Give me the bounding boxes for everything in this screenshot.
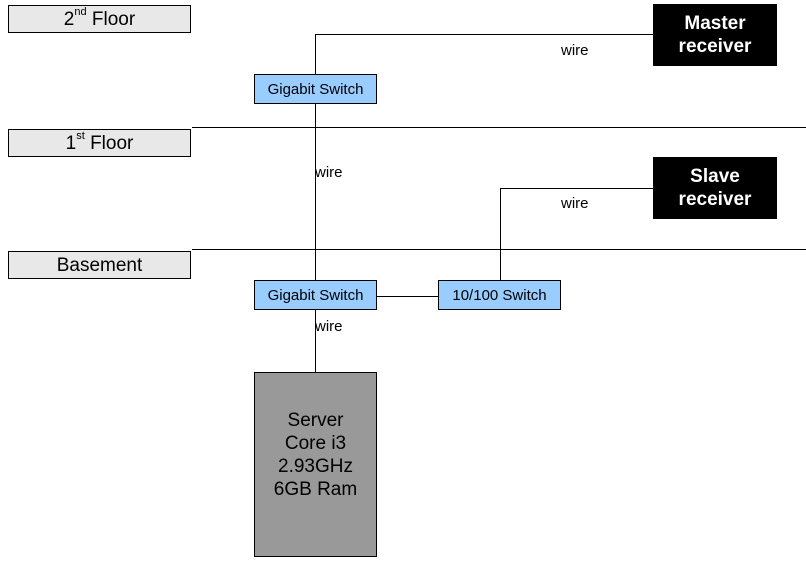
slave-receiver-line1: Slave	[690, 166, 740, 187]
floor-divider-basement	[192, 249, 806, 250]
server-line: Core i3	[284, 433, 347, 454]
wire-main-vertical	[315, 34, 316, 372]
server-line: 6GB Ram	[273, 479, 358, 500]
slave-receiver: Slave receiver	[653, 157, 777, 219]
wire-label-server: wire	[315, 318, 343, 335]
wire-switch-to-switch	[377, 296, 439, 297]
floor-divider-1st	[192, 127, 806, 128]
floor-number: 2	[63, 8, 75, 30]
floor-word: Basement	[56, 254, 143, 276]
wire-to-slave	[500, 188, 653, 189]
server-line: Server	[287, 410, 344, 431]
floor-label-basement: Basement	[8, 251, 191, 279]
gigabit-switch-basement: Gigabit Switch	[254, 280, 377, 310]
master-receiver-line2: receiver	[678, 36, 752, 57]
floor-suffix: nd	[74, 5, 87, 18]
master-receiver-line1: Master	[684, 13, 746, 34]
fast-ethernet-switch-basement: 10/100 Switch	[438, 280, 561, 310]
wire-label-slave: wire	[561, 195, 589, 212]
server: Server Core i3 2.93GHz 6GB Ram	[254, 372, 377, 557]
wire-label-master: wire	[561, 42, 589, 59]
floor-word: Floor	[91, 8, 136, 30]
floor-word: Floor	[90, 132, 134, 154]
wire-to-slave-vertical	[500, 188, 501, 281]
slave-receiver-line2: receiver	[678, 189, 752, 210]
floor-number: 1	[65, 132, 77, 154]
master-receiver: Master receiver	[653, 4, 777, 66]
wire-to-master	[315, 34, 653, 35]
wire-label-riser: wire	[315, 164, 343, 181]
server-line: 2.93GHz	[278, 456, 353, 477]
floor-suffix: st	[76, 129, 85, 142]
gigabit-switch-2nd-floor: Gigabit Switch	[254, 74, 377, 104]
